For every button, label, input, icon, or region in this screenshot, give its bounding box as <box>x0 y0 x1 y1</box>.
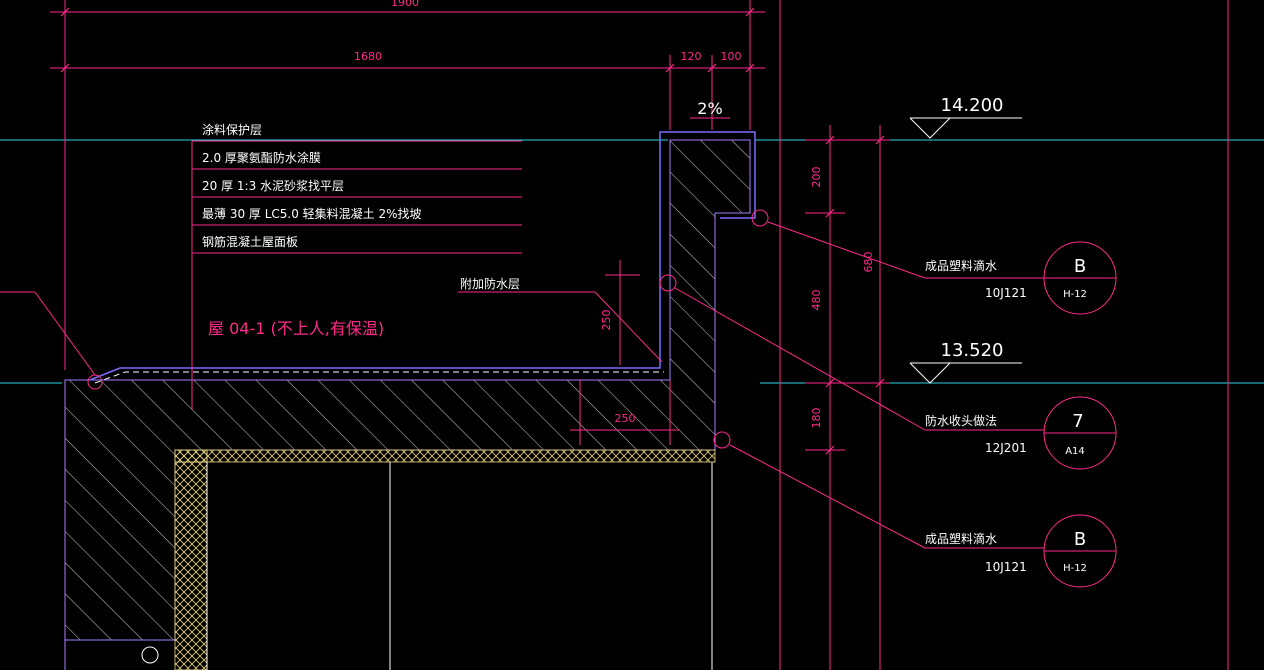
callout-1-sheet: A14 <box>1065 446 1085 457</box>
callout-0-sheet: H-12 <box>1063 289 1087 300</box>
layer-3: 最薄 30 厚 LC5.0 轻集料混凝土 2%找坡 <box>202 206 422 221</box>
dimension-lines <box>50 0 890 670</box>
lower-walls <box>64 462 713 670</box>
callout-1-num: 7 <box>1072 411 1083 432</box>
frame-lines <box>779 0 1229 670</box>
dim-top-total: 1900 <box>391 0 419 9</box>
layer-legend-lines <box>191 140 663 410</box>
callout-0-ref: 10J121 <box>985 286 1027 300</box>
dim-span-a: 120 <box>681 50 702 63</box>
callout-2-label: 成品塑料滴水 <box>925 531 997 546</box>
waterproof-layer <box>89 131 756 384</box>
dim-left-250: 250 <box>600 310 613 331</box>
dim-right-200: 200 <box>810 167 823 188</box>
layer-2: 20 厚 1:3 水泥砂浆找平层 <box>202 178 344 193</box>
layer-4: 钢筋混凝土屋面板 <box>202 234 298 249</box>
dim-span-main: 1680 <box>354 50 382 63</box>
dim-right-680: 680 <box>862 252 875 273</box>
dim-bottom-250: 250 <box>615 412 636 425</box>
callout-2-ref: 10J121 <box>985 560 1027 574</box>
insulation-band <box>174 449 716 670</box>
leader-lines <box>0 209 1044 549</box>
dim-right-180: 180 <box>810 408 823 429</box>
callout-1-ref: 12J201 <box>985 441 1027 455</box>
callout-0-num: B <box>1074 256 1086 277</box>
dim-right-480: 480 <box>810 290 823 311</box>
elevation-lower: 13.520 <box>941 340 1004 361</box>
slope-label: 2% <box>697 99 722 118</box>
callout-2-sheet: H-12 <box>1063 563 1087 574</box>
callout-1-label: 防水收头做法 <box>925 413 997 428</box>
elevation-marker-lower <box>909 362 1022 384</box>
roof-label: 屋 04-1 (不上人,有保温) <box>208 319 384 338</box>
callout-0-label: 成品塑料滴水 <box>925 258 997 273</box>
elevation-marker-upper <box>909 117 1022 139</box>
dim-span-b: 100 <box>721 50 742 63</box>
elevation-upper: 14.200 <box>941 95 1004 116</box>
layer-1: 2.0 厚聚氨酯防水涂膜 <box>202 150 321 165</box>
callout-2-num: B <box>1074 529 1086 550</box>
extra-waterproof-label: 附加防水层 <box>460 276 520 291</box>
callout-circles <box>1043 241 1117 588</box>
layer-0: 涂料保护层 <box>202 122 262 137</box>
